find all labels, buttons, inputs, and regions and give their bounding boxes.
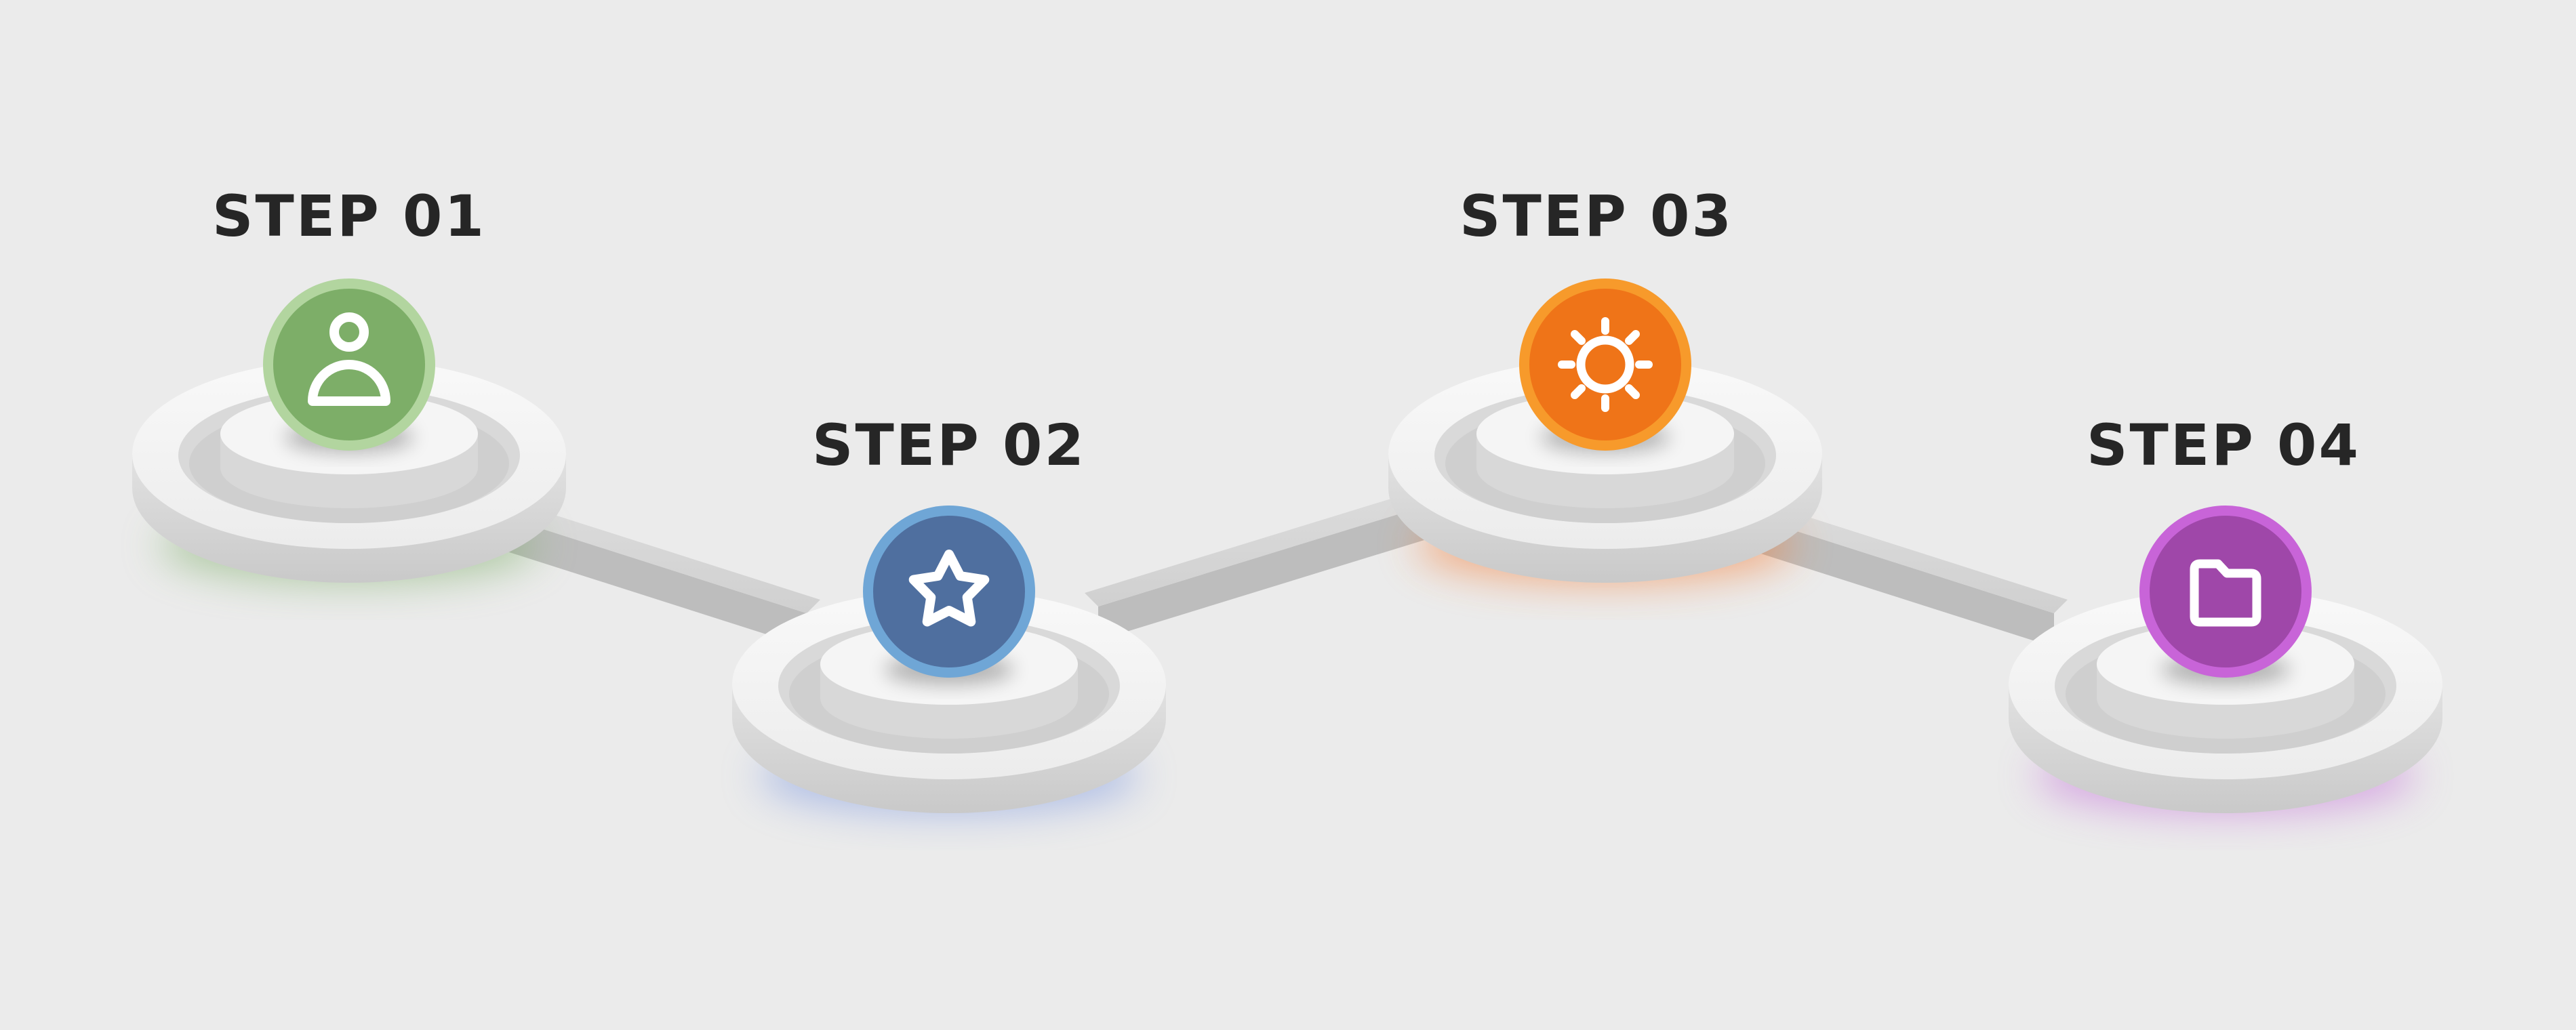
step-4-label: STEP 04 [2087, 412, 2360, 478]
step-1-platform [132, 359, 566, 583]
step-3-badge [1519, 279, 1691, 451]
person-icon [308, 312, 390, 406]
step-2-badge [863, 506, 1035, 678]
connector-2-3 [1085, 485, 1451, 640]
folder-icon [2190, 559, 2261, 627]
star-icon [908, 550, 990, 627]
step-3-label: STEP 03 [1460, 183, 1733, 249]
connector-3-4 [1735, 498, 2068, 647]
step-1-label: STEP 01 [212, 183, 486, 249]
step-4-badge [2139, 506, 2312, 678]
connector-bars [488, 485, 2068, 647]
connector-1-2 [488, 498, 820, 647]
step-2-label: STEP 02 [812, 412, 1086, 478]
step-1-badge [263, 279, 435, 451]
step-3-platform [1388, 359, 1822, 583]
gear-icon [1558, 317, 1653, 412]
